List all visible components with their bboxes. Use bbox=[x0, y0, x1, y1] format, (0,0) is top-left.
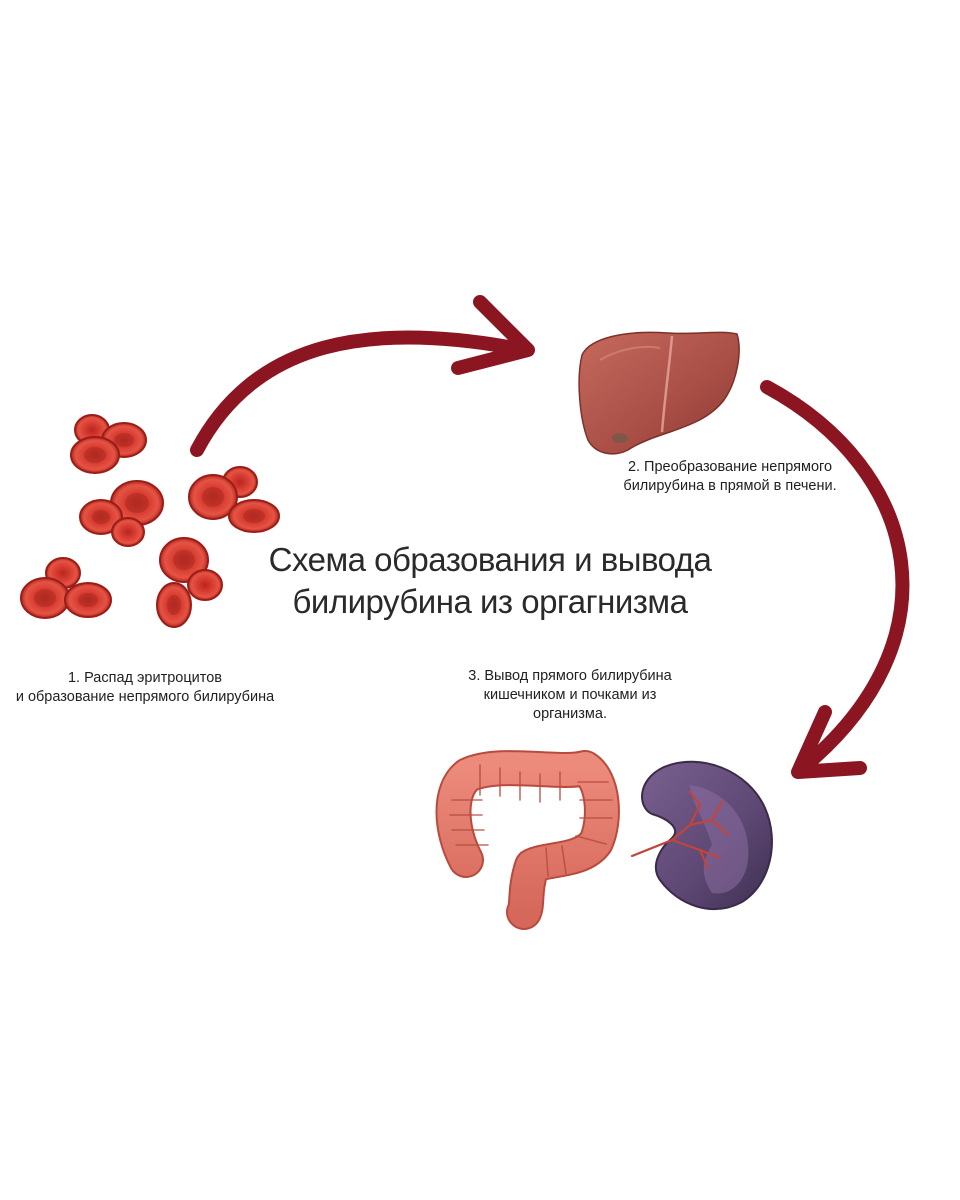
diagram-title-line-2: билирубина из оргагнизма bbox=[292, 583, 688, 620]
step-3-line-1: 3. Вывод прямого билирубина bbox=[468, 668, 672, 684]
liver-icon bbox=[578, 331, 740, 455]
step-2-caption: 2. Преобразование непрямого билирубина в… bbox=[600, 458, 860, 496]
step-3-line-2: кишечником и почками из bbox=[483, 687, 657, 703]
intestine-icon bbox=[435, 750, 620, 930]
diagram-title-line-1: Схема образования и вывода bbox=[268, 541, 712, 578]
step-1-caption: 1. Распад эритроцитов и образование непр… bbox=[0, 669, 290, 707]
step-2-line-1: 2. Преобразование непрямого bbox=[627, 459, 833, 475]
arrow-to-excretion bbox=[760, 380, 910, 779]
step-1-line-1: 1. Распад эритроцитов bbox=[67, 670, 222, 686]
step-3-line-3: организма. bbox=[533, 706, 607, 722]
step-3-caption: 3. Вывод прямого билирубина кишечником и… bbox=[440, 667, 700, 724]
kidney-icon bbox=[630, 760, 773, 910]
step-2-line-2: билирубина в прямой в печени. bbox=[623, 478, 837, 494]
red-blood-cells-icon bbox=[20, 414, 280, 628]
arrow-to-liver bbox=[190, 295, 535, 457]
step-1-line-2: и образование непрямого билирубина bbox=[15, 689, 275, 705]
